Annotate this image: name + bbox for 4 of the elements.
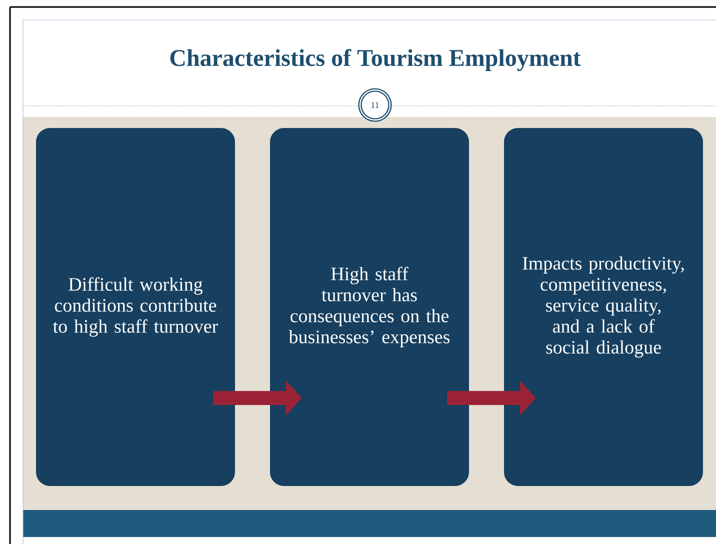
text-box: High staff turnover has consequences on the businesses’ expenses [270,128,469,486]
text-box: Difficult working conditions contribute to high staff turnover [36,128,235,486]
title: Characteristics of Tourism Employment [170,48,581,72]
text-box: Impacts productivity, competitiveness, service quality, and a lack of social dialogue [504,128,703,486]
